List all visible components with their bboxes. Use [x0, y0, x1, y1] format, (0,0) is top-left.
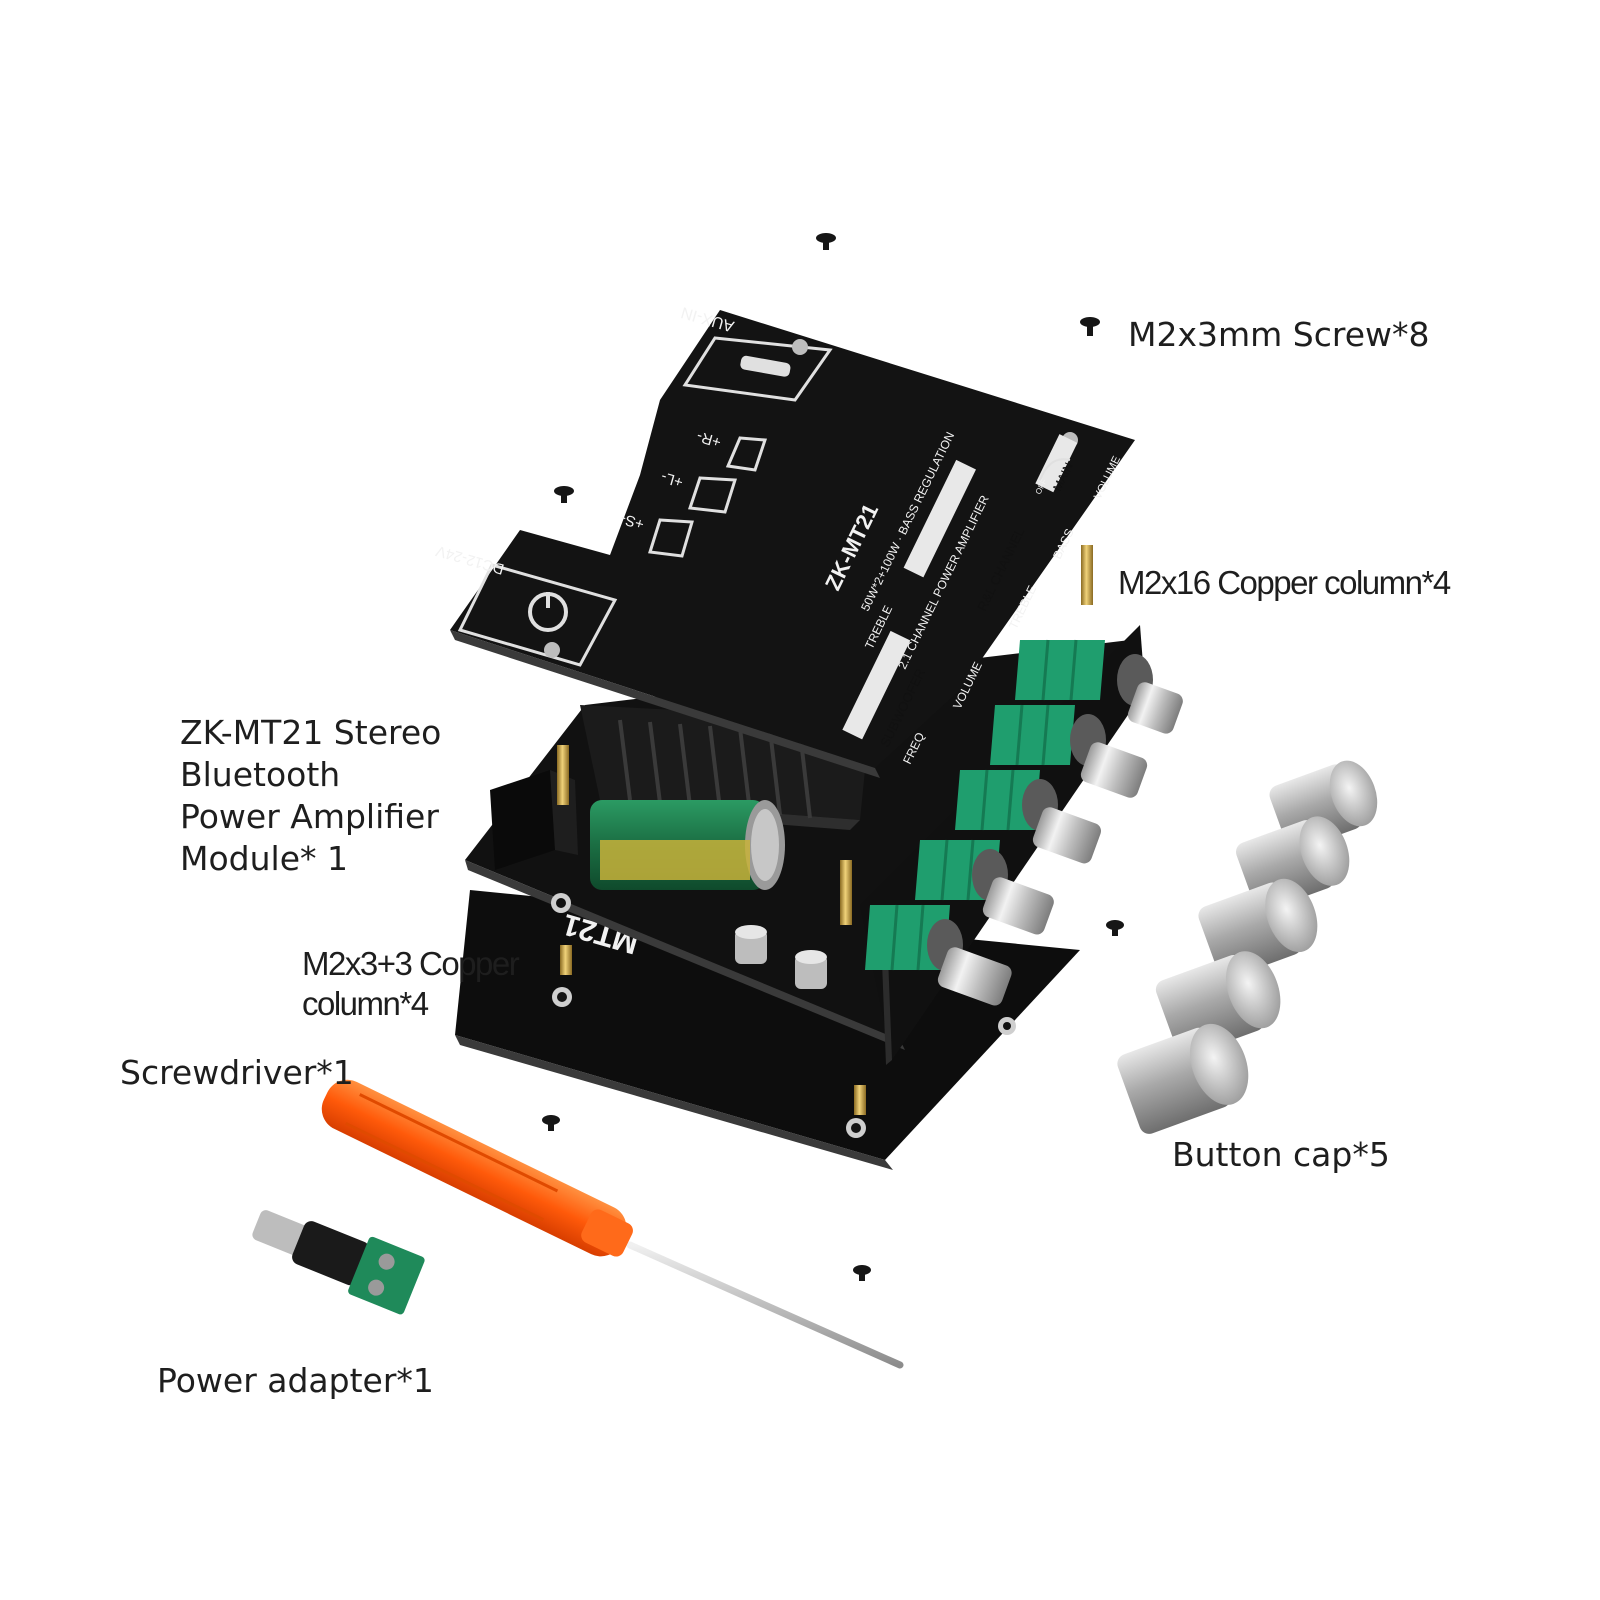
screw-label: M2x3mm Screw*8	[1128, 315, 1430, 354]
button-cap	[1117, 760, 1378, 1134]
copper-column-short	[560, 945, 866, 1115]
copper-column-3-label-line: column*4	[302, 985, 429, 1022]
potentiometer-knob	[927, 654, 1183, 1006]
volume-arc-icon	[1039, 458, 1071, 481]
copper-column-3-label-line: M2x3+3 Copper	[302, 945, 520, 982]
control-panel	[860, 625, 1183, 1065]
screw-icon	[542, 233, 1124, 1281]
copper-column-16	[1081, 545, 1093, 605]
top-cover: AUX-IN +R- +L- +S- DC12-24V ZK-MT21 50W*…	[434, 303, 1135, 778]
screwdriver	[321, 1079, 904, 1369]
main-volume-box: MAIN	[1035, 434, 1078, 493]
module-label-line: Module* 1	[180, 839, 348, 878]
screwdriver-label: Screwdriver*1	[120, 1053, 354, 1092]
copper-column-16-label: M2x16 Copper column*4	[1118, 564, 1451, 601]
dc-voltage-label: DC12-24V	[434, 542, 506, 578]
copper-column-long	[557, 745, 569, 805]
module-label-line: Power Amplifier	[180, 797, 439, 836]
right-speaker-label: +R-	[695, 427, 723, 450]
subwoofer-speaker-label: +S-	[619, 510, 647, 533]
left-speaker-label: +L-	[659, 468, 685, 490]
power-adapter-label: Power adapter*1	[157, 1361, 434, 1400]
copper-column-3-label: M2x3+3 Copper column*4	[302, 944, 520, 1024]
copper-column-long	[840, 860, 852, 925]
module-label: ZK-MT21 Stereo Bluetooth Power Amplifier…	[180, 712, 441, 880]
module-label-line: ZK-MT21 Stereo	[180, 713, 442, 752]
electrolytic-capacitor	[590, 800, 785, 890]
button-cap-label: Button cap*5	[1172, 1135, 1390, 1174]
speaker-output-icons: +R- +L- +S-	[619, 427, 768, 558]
potentiometer-body	[865, 639, 1105, 971]
module-label-line: Bluetooth	[180, 755, 341, 794]
power-adapter	[252, 1210, 425, 1315]
small-capacitor	[735, 925, 827, 989]
